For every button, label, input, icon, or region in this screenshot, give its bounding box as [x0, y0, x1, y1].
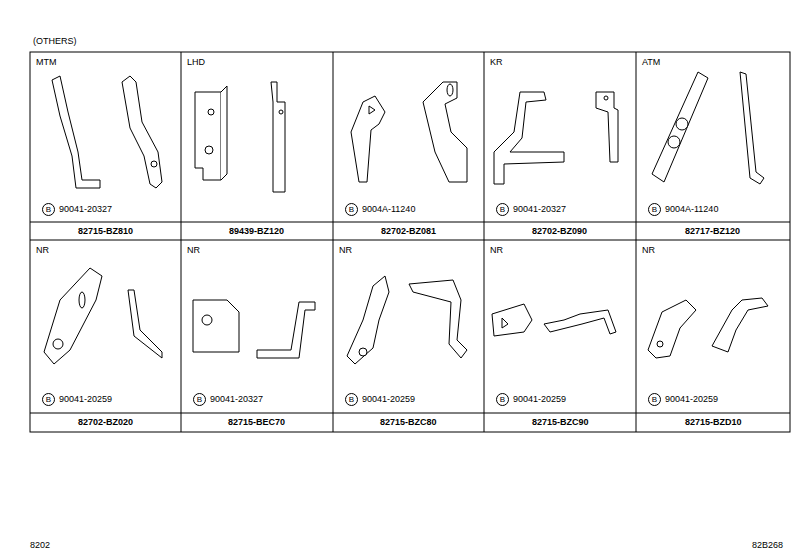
- bolt-number: 9004A-11240: [665, 204, 718, 215]
- variant-code: NR: [490, 245, 503, 256]
- bolt-number: 90041-20327: [210, 394, 263, 405]
- part-cell: LHD 89439-BZ120: [181, 52, 333, 240]
- variant-code: NR: [339, 245, 352, 256]
- variant-code: LHD: [187, 57, 205, 68]
- variant-code: NR: [642, 245, 655, 256]
- bolt-number: 90041-20327: [513, 204, 566, 215]
- bolt-symbol: B: [496, 393, 509, 406]
- part-cell: NR B 90041-20259 82715-BZC80: [333, 240, 484, 432]
- bolt-symbol: B: [345, 203, 358, 216]
- bolt-number: 90041-20259: [513, 394, 566, 405]
- part-cell: NR B 90041-20259 82702-BZ020: [30, 240, 181, 432]
- bolt-symbol: B: [42, 203, 55, 216]
- bolt-number: 90041-20259: [362, 394, 415, 405]
- part-number: 89439-BZ120: [229, 226, 284, 237]
- variant-code: ATM: [642, 57, 660, 68]
- page-label: 82B268: [752, 540, 783, 551]
- part-number: 82717-BZ120: [685, 226, 740, 237]
- part-number: 82715-BZ810: [78, 226, 133, 237]
- variant-code: KR: [490, 57, 503, 68]
- part-number: 82702-BZ081: [381, 226, 436, 237]
- part-cell: ATM B 9004A-11240 82717-BZ120: [636, 52, 790, 240]
- bolt-number: 90041-20327: [59, 204, 112, 215]
- bolt-number: 90041-20259: [59, 394, 112, 405]
- part-cell: NR B 90041-20259 82715-BZD10: [636, 240, 790, 432]
- part-number: 82702-BZ020: [78, 417, 133, 428]
- part-number: 82715-BZC80: [380, 417, 437, 428]
- bolt-symbol: B: [42, 393, 55, 406]
- part-cell: B 9004A-11240 82702-BZ081: [333, 52, 484, 240]
- part-number: 82715-BZC90: [532, 417, 589, 428]
- part-cell: NR B 90041-20327 82715-BEC70: [181, 240, 333, 432]
- bolt-symbol: B: [193, 393, 206, 406]
- part-number: 82702-BZ090: [532, 226, 587, 237]
- bolt-symbol: B: [648, 203, 661, 216]
- page-label: (OTHERS): [33, 36, 77, 47]
- variant-code: NR: [187, 245, 200, 256]
- part-number: 82715-BEC70: [228, 417, 285, 428]
- bolt-number: 9004A-11240: [362, 204, 415, 215]
- part-number: 82715-BZD10: [685, 417, 742, 428]
- part-cell: KR B 90041-20327 82702-BZ090: [484, 52, 636, 240]
- part-cell: MTM B 90041-20327 82715-BZ810: [30, 52, 181, 240]
- variant-code: NR: [36, 245, 49, 256]
- bolt-symbol: B: [345, 393, 358, 406]
- variant-code: MTM: [36, 57, 57, 68]
- bolt-symbol: B: [648, 393, 661, 406]
- part-cell: NR B 90041-20259 82715-BZC90: [484, 240, 636, 432]
- bolt-symbol: B: [496, 203, 509, 216]
- bolt-number: 90041-20259: [665, 394, 718, 405]
- page-label: 8202: [30, 540, 50, 551]
